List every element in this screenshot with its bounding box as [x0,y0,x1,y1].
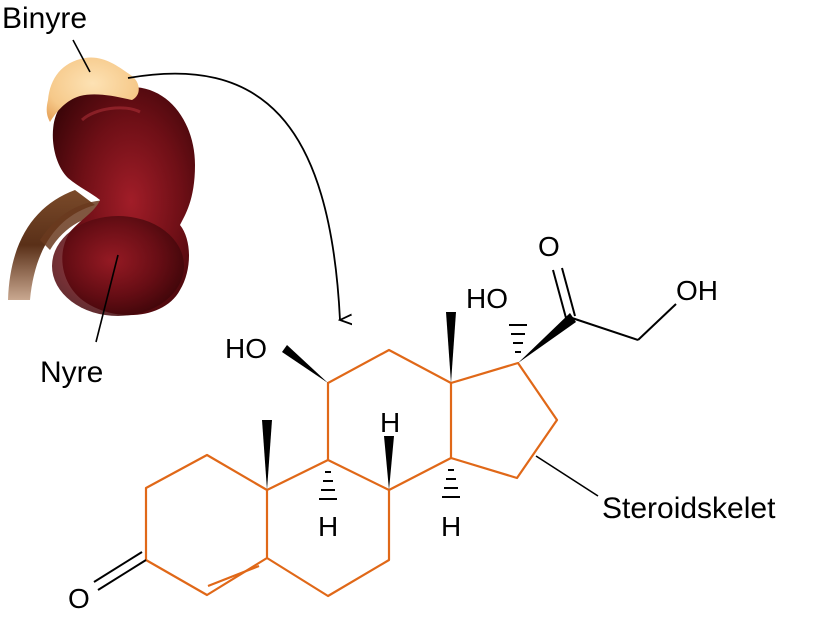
wedge-c19-methyl [262,420,272,490]
kidney-highlight [80,106,141,122]
atom-oh-21: OH [676,275,718,306]
kidney-illustration [8,39,195,343]
atom-oh-17: HO [466,283,508,314]
skeleton-label: Steroidskelet [602,492,776,525]
skeleton-leader-line [535,455,599,497]
kidney-lower-lobe [52,216,184,316]
atom-h-8: H [380,407,400,438]
ring-d [450,361,559,480]
atom-h-14: H [441,511,461,542]
ring-b [266,458,391,598]
adrenal-label: Binyre [2,2,87,35]
ureter [8,190,95,300]
atom-h-9: H [318,511,338,542]
atom-c20-o: O [538,231,560,262]
adrenal-gland [46,57,139,123]
atom-oh-11: HO [225,333,267,364]
kidney-leader-line [95,254,119,343]
ring-c [326,348,453,491]
steroid-skeleton [144,348,559,598]
curved-arrow [127,72,340,320]
wedge-c8-h [384,436,394,490]
wedge-c11-oh [282,345,328,383]
substituent-bonds [93,267,677,591]
wedge-c18-methyl [446,312,456,383]
wedge-bonds [262,312,576,490]
ring-a-double-bond [207,564,260,588]
wedge-c17-sidechain [518,313,576,363]
hash-bonds [319,324,527,500]
atom-ketone-o: O [68,583,90,614]
kidney-label: Nyre [40,356,103,389]
ring-a [144,453,269,597]
adrenal-leader-line [72,39,91,73]
